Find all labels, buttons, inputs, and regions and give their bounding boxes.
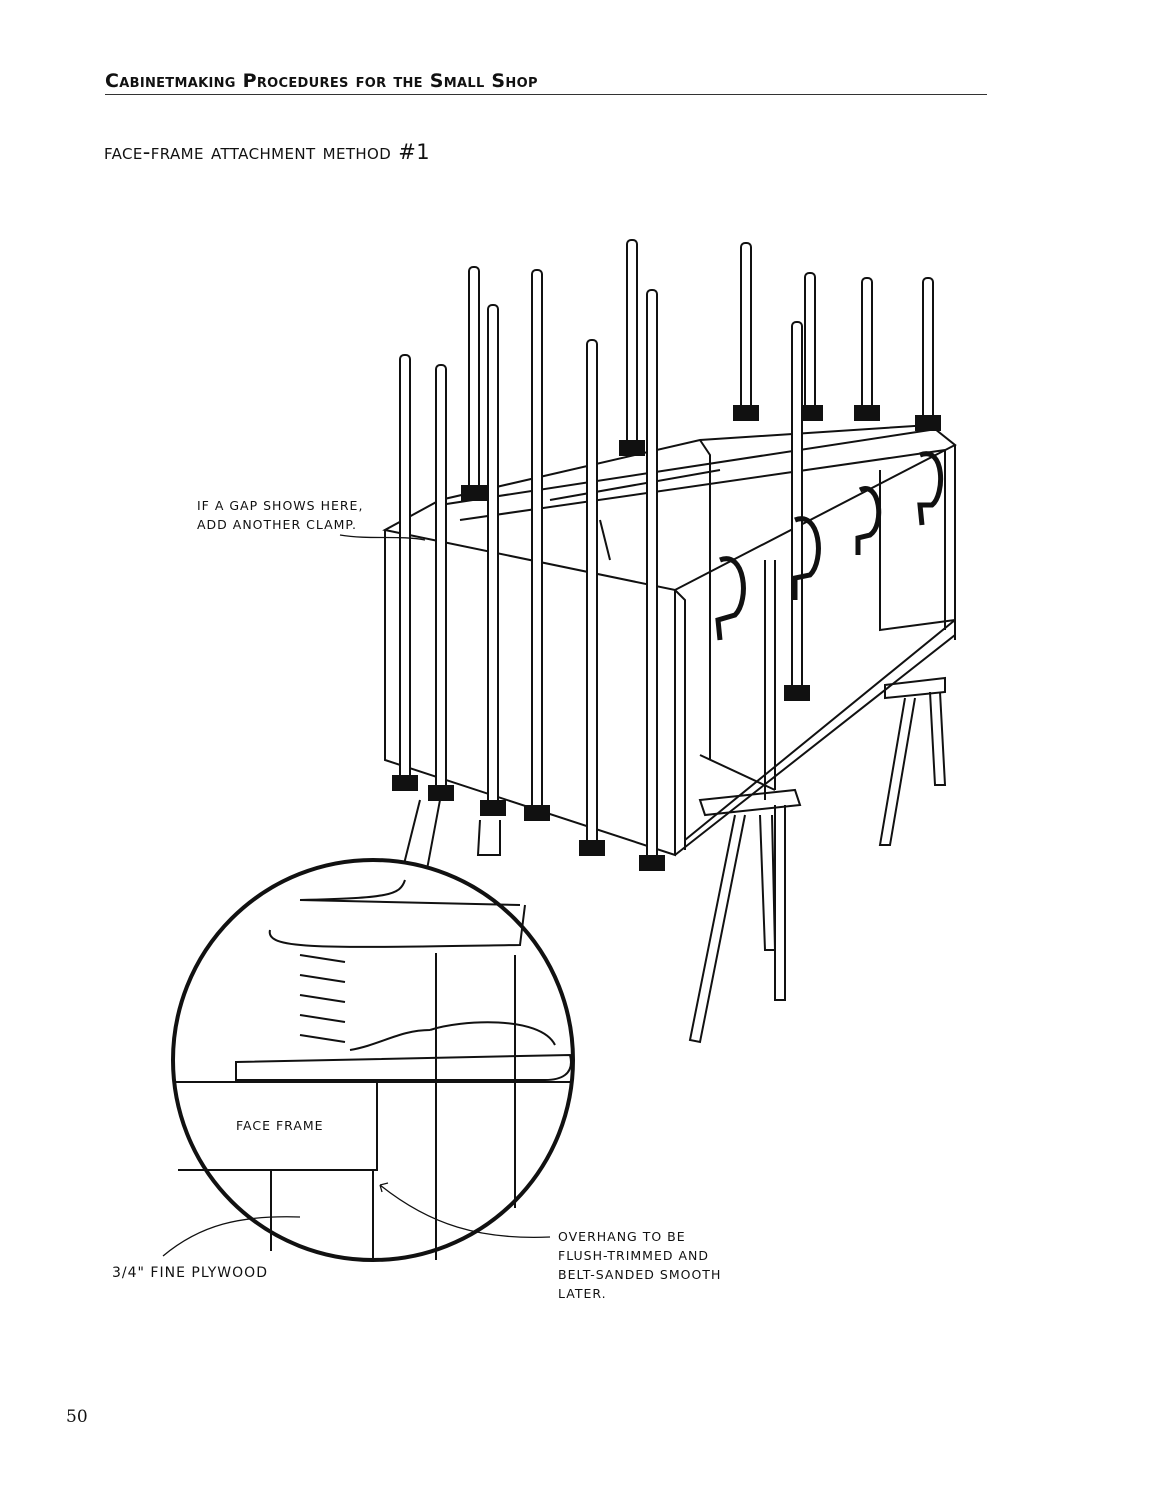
bar-clamp [922,277,934,431]
clamp-jaw [480,800,506,816]
clamp-jaw [619,440,645,456]
page-number: 50 [66,1407,88,1427]
bar-clamp [468,266,480,501]
clamp-jaw [461,485,487,501]
clamp-jaw [784,685,810,701]
clamp-jaw [392,775,418,791]
bar-clamps [392,239,941,871]
clamp-jaw [639,855,665,871]
overhang-label: OVERHANG TO BE FLUSH-TRIMMED AND BELT-SA… [558,1227,721,1303]
gap-label: IF A GAP SHOWS HERE, ADD ANOTHER CLAMP. [197,496,363,534]
bar-clamp [586,339,598,856]
bar-clamp [791,321,803,701]
overhang-line4: LATER. [558,1286,607,1301]
clamp-jaw [524,805,550,821]
bar-clamp [740,242,752,421]
bar-clamp [804,272,816,421]
bar-clamp [861,277,873,421]
clamp-jaw [733,405,759,421]
bar-clamp [487,304,499,816]
bar-clamp [531,269,543,821]
clamp-jaw [428,785,454,801]
gap-label-line2: ADD ANOTHER CLAMP. [197,517,357,532]
header-rule [105,94,987,95]
clamp-jaw [579,840,605,856]
detail-magnifier [171,858,575,1262]
overhang-line2: FLUSH-TRIMMED AND [558,1248,709,1263]
overhang-line1: OVERHANG TO BE [558,1229,686,1244]
c-clamps [715,451,944,641]
bar-clamp [435,364,447,801]
leader-lines [162,534,551,1257]
face-frame-label: FACE FRAME [236,1118,324,1133]
bar-clamp [399,354,411,791]
clamp-jaw [915,415,941,431]
bar-clamp [626,239,638,456]
plywood-label: 3/4" FINE PLYWOOD [112,1265,268,1281]
gap-label-line1: IF A GAP SHOWS HERE, [197,498,364,513]
clamp-jaw [854,405,880,421]
overhang-line3: BELT-SANDED SMOOTH [558,1267,722,1282]
figure-title: face-frame attachment method #1 [104,140,431,164]
running-head: Cabinetmaking Procedures for the Small S… [105,70,538,92]
bar-clamp [646,289,658,871]
